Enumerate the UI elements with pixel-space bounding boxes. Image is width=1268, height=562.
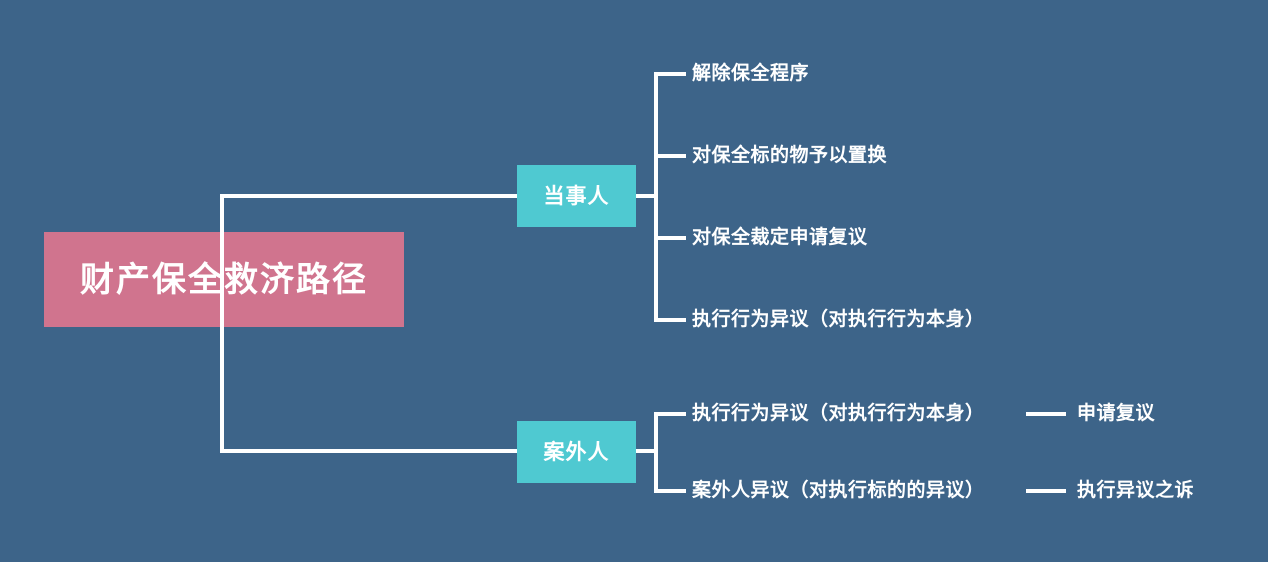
connector-outsider-child-2: [654, 489, 686, 493]
leaf-outsider-2-child-1[interactable]: 执行异议之诉: [1077, 479, 1195, 501]
connector-party-child-2: [654, 154, 686, 158]
leaf-outsider-1-child-1[interactable]: 申请复议: [1077, 402, 1156, 424]
connector-party-out: [636, 194, 658, 198]
connector-outsider-1-to-review: [1026, 412, 1066, 416]
branch-node-outsider[interactable]: 案外人: [517, 421, 636, 483]
connector-party-child-3: [654, 236, 686, 240]
connector-party-child-4: [654, 318, 686, 322]
connector-party-child-1: [654, 72, 686, 76]
connector-trunk-to-party: [220, 194, 519, 198]
leaf-party-1[interactable]: 解除保全程序: [692, 62, 810, 84]
leaf-party-2[interactable]: 对保全标的物予以置换: [692, 144, 888, 166]
connector-trunk-spine: [220, 194, 224, 452]
connector-outsider-out: [636, 449, 658, 453]
leaf-party-4[interactable]: 执行行为异议（对执行行为本身）: [692, 308, 985, 330]
root-node[interactable]: 财产保全救济路径: [44, 232, 404, 327]
branch-node-outsider-label: 案外人: [543, 439, 610, 464]
branch-node-party-label: 当事人: [543, 183, 610, 208]
leaf-party-3[interactable]: 对保全裁定申请复议: [692, 226, 868, 248]
connector-trunk-to-outsider: [220, 449, 519, 453]
connector-party-spine: [654, 72, 658, 322]
connector-outsider-2-to-lawsuit: [1026, 489, 1066, 493]
branch-node-party[interactable]: 当事人: [517, 165, 636, 227]
root-node-label: 财产保全救济路径: [80, 259, 368, 300]
connector-outsider-spine: [654, 412, 658, 493]
leaf-outsider-1[interactable]: 执行行为异议（对执行行为本身）: [692, 402, 985, 424]
leaf-outsider-2[interactable]: 案外人异议（对执行标的的异议）: [692, 479, 985, 501]
connector-outsider-child-1: [654, 412, 686, 416]
